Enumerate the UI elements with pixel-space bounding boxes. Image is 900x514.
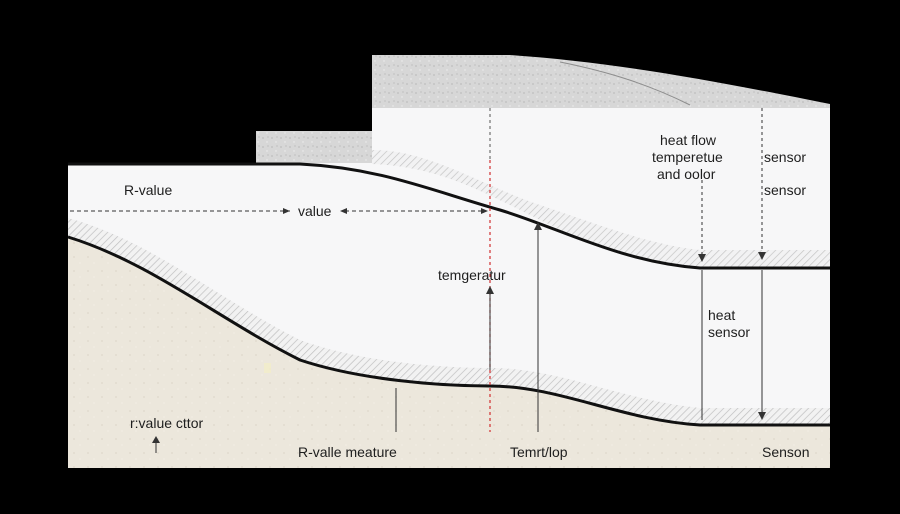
sensor-bottom-label: Senson (762, 444, 809, 460)
sensor-label-second: sensor (764, 182, 806, 198)
arrow-up-icon (152, 436, 160, 443)
arrow-down-icon (758, 412, 766, 420)
arrow-up-icon (486, 286, 494, 294)
temperature-center-label: temgeratur (438, 267, 506, 283)
arrow-left-icon (340, 208, 347, 214)
arrow-down-icon (758, 252, 766, 260)
r-value-measure-label: R-valle meature (298, 444, 397, 460)
smudge-mark (264, 363, 271, 373)
lower-boundary-line (67, 235, 830, 427)
stone-crack (559, 61, 691, 106)
upper-panel (372, 108, 830, 168)
upper-insulation-band (372, 150, 830, 268)
sensor-label-top: sensor (764, 149, 806, 165)
heat-label: heat (708, 307, 735, 323)
top-stone-layer (372, 55, 830, 108)
arrow-right-icon (283, 208, 290, 214)
ground-layer (68, 237, 830, 468)
and-color-label: and oolor (657, 166, 716, 182)
temp-loop-label: Temrt/lop (510, 444, 568, 460)
value-label: value (298, 203, 332, 219)
heat-sensor-label: sensor (708, 324, 750, 340)
r-value-ctor-label: r:value cttor (130, 415, 203, 431)
arrow-right-icon (481, 208, 488, 214)
arrow-up-icon (534, 222, 542, 230)
temperature-label: temperetue (652, 149, 723, 165)
left-stone-block (256, 131, 372, 164)
arrow-down-icon (698, 254, 706, 262)
r-value-label: R-value (124, 182, 172, 198)
heat-flow-label: heat flow (660, 132, 717, 148)
upper-boundary-line (68, 162, 830, 270)
